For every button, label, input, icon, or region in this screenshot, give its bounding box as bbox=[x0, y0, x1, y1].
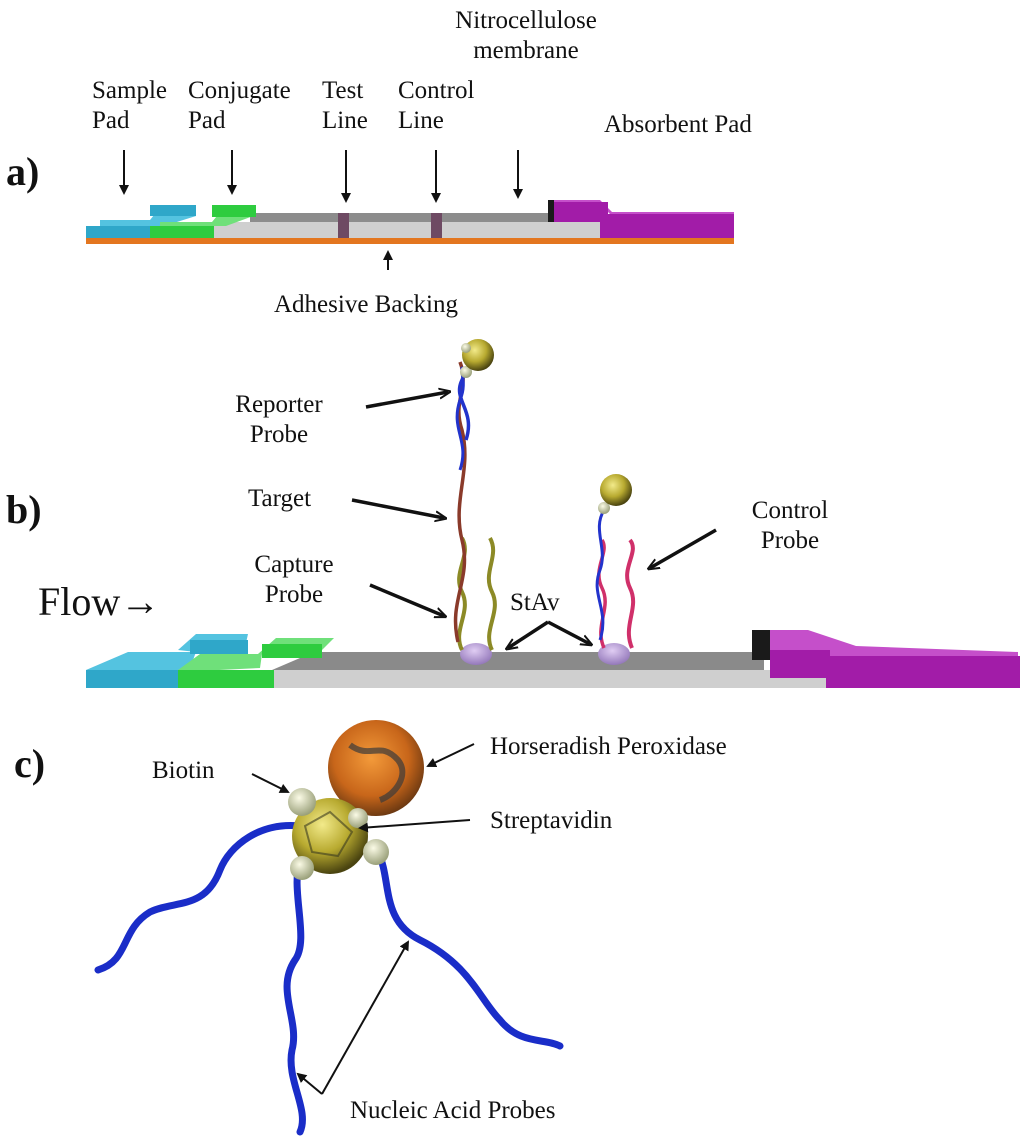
panel-c-arrows bbox=[251, 743, 475, 1095]
stav-test bbox=[460, 643, 492, 665]
test-line-assembly bbox=[453, 339, 497, 665]
membrane-b-layer bbox=[272, 670, 828, 688]
panel-a-arrows bbox=[119, 150, 523, 270]
membrane-layer bbox=[214, 222, 602, 238]
nucleic-acid-probe-3 bbox=[374, 848, 564, 1050]
test-line-stripe bbox=[338, 213, 349, 238]
absorbent-pad-step bbox=[552, 202, 608, 222]
label-stav: StAv bbox=[510, 589, 560, 616]
absorbent-pad-b-layer bbox=[770, 650, 830, 678]
panel-label-a: a) bbox=[6, 149, 40, 194]
label-streptavidin: Streptavidin bbox=[490, 807, 613, 834]
conjugate-pad-b-top bbox=[178, 654, 262, 672]
biotin-bead-4 bbox=[290, 856, 314, 880]
label-hrp: Horseradish Peroxidase bbox=[490, 733, 727, 760]
control-line-assembly bbox=[595, 474, 636, 665]
stav-control bbox=[598, 643, 630, 665]
conjugate-c bbox=[94, 720, 564, 1136]
biotin-bead-3 bbox=[363, 839, 389, 865]
label-absorbent-pad: Absorbent Pad bbox=[604, 111, 752, 138]
control-line-stripe bbox=[431, 213, 442, 238]
panel-label-b: b) bbox=[6, 487, 42, 532]
biotin-bead-2 bbox=[348, 808, 368, 828]
conjugate-pad-layer bbox=[150, 226, 214, 238]
label-flow: Flow→ bbox=[38, 579, 161, 624]
nucleic-acid-probe-1 bbox=[94, 822, 304, 974]
streptavidin-control bbox=[600, 474, 632, 506]
sample-pad-b-layer bbox=[86, 670, 184, 688]
sample-pad-b-top bbox=[86, 652, 196, 672]
sample-pad-layer bbox=[86, 226, 166, 238]
membrane-b-top bbox=[272, 652, 764, 670]
panel-label-c: c) bbox=[14, 741, 46, 786]
label-nucleic-acid-probes: Nucleic Acid Probes bbox=[350, 1097, 556, 1124]
strip-b bbox=[86, 630, 1020, 688]
biotin-bead-test bbox=[460, 366, 472, 378]
label-biotin: Biotin bbox=[152, 757, 215, 784]
conjugate-pad-step bbox=[212, 205, 256, 217]
control-probe-strand bbox=[625, 538, 636, 649]
conjugate-pad-b-layer bbox=[178, 670, 274, 688]
strip-a bbox=[86, 200, 734, 244]
capture-probe-strand-2 bbox=[486, 537, 497, 651]
nucleic-acid-probe-2 bbox=[283, 856, 306, 1136]
label-adhesive-backing: Adhesive Backing bbox=[274, 291, 458, 318]
biotin-bead-1 bbox=[288, 788, 316, 816]
label-target: Target bbox=[248, 485, 312, 512]
control-reporter-strand bbox=[595, 509, 606, 641]
absorbent-pad-layer bbox=[600, 214, 734, 238]
sample-pad-step bbox=[150, 205, 196, 216]
adhesive-backing-layer bbox=[86, 238, 734, 244]
membrane-top bbox=[250, 213, 552, 222]
panel-b-arrows bbox=[351, 392, 717, 648]
